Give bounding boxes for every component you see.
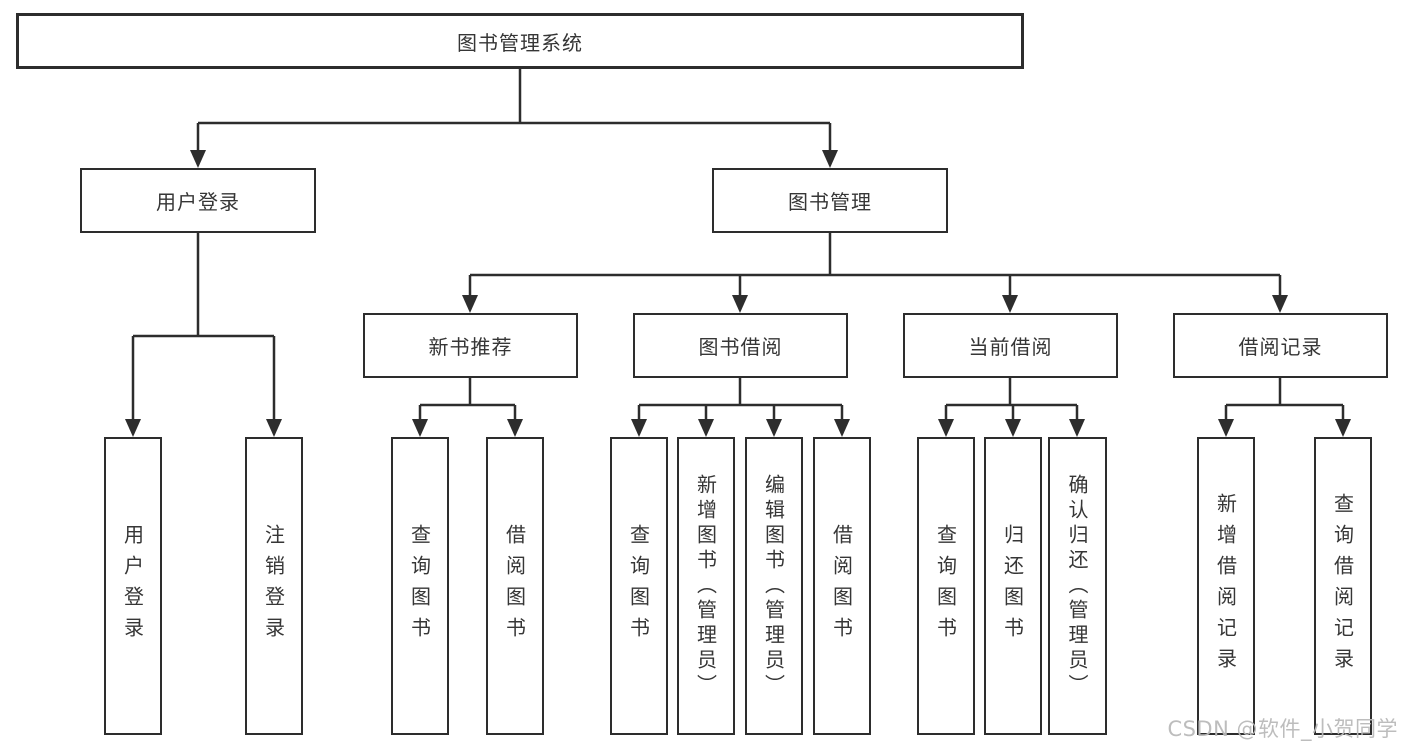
leaf-user-login: 用户登录 (104, 437, 162, 735)
node-label: 借阅图书 (502, 524, 527, 648)
arrow-down-icon (266, 419, 282, 437)
node-label: 查询图书 (407, 524, 432, 648)
node-label: 查询图书 (933, 524, 958, 648)
leaf-cb-query-books: 查询图书 (917, 437, 975, 735)
leaf-bb-add-books-admin: 新增图书（管理员） (677, 437, 735, 735)
node-label: 注销登录 (261, 524, 286, 648)
node-label: 图书管理 (788, 190, 872, 214)
node-library-management-system: 图书管理系统 (16, 13, 1024, 69)
arrow-down-icon (1335, 419, 1351, 437)
arrowheads-user-login (125, 419, 282, 437)
node-label: 用户登录 (120, 524, 145, 648)
node-label: 图书管理系统 (457, 30, 583, 55)
node-new-book-recommend: 新书推荐 (363, 313, 578, 378)
arrow-down-icon (822, 150, 838, 168)
node-label: 借阅记录 (1238, 335, 1323, 359)
node-label: 用户登录 (156, 190, 240, 214)
leaf-logout: 注销登录 (245, 437, 303, 735)
arrowheads-book-borrow (631, 419, 850, 437)
arrow-down-icon (732, 295, 748, 313)
arrow-down-icon (698, 419, 714, 437)
arrow-down-icon (1002, 295, 1018, 313)
arrow-down-icon (1005, 419, 1021, 437)
connector-borrow-records-to-leaves (1224, 378, 1345, 425)
connector-new-book-recommend-to-leaves (418, 378, 517, 425)
node-label: 确认归还（管理员） (1065, 473, 1089, 699)
arrow-down-icon (507, 419, 523, 437)
leaf-nbr-borrow-books: 借阅图书 (486, 437, 544, 735)
arrow-down-icon (462, 295, 478, 313)
node-user-login: 用户登录 (80, 168, 316, 233)
node-label: 归还图书 (1000, 524, 1025, 648)
leaf-bb-borrow-books: 借阅图书 (813, 437, 871, 735)
node-label: 图书借阅 (698, 335, 783, 359)
arrow-down-icon (938, 419, 954, 437)
node-label: 新增图书（管理员） (693, 473, 718, 699)
arrow-down-icon (631, 419, 647, 437)
arrow-down-icon (412, 419, 428, 437)
leaf-bb-query-books: 查询图书 (610, 437, 668, 735)
node-label: 查询图书 (626, 524, 651, 648)
arrow-down-icon (190, 150, 206, 168)
arrowheads-new-book-recommend (412, 419, 523, 437)
connector-current-borrow-to-leaves (944, 378, 1079, 425)
node-label: 查询借阅记录 (1330, 493, 1355, 679)
node-label: 新书推荐 (428, 335, 513, 359)
arrow-down-icon (1069, 419, 1085, 437)
arrow-down-icon (834, 419, 850, 437)
leaf-br-add-record: 新增借阅记录 (1197, 437, 1255, 735)
node-label: 借阅图书 (829, 524, 854, 648)
csdn-watermark: CSDN @软件_小贺同学 (1167, 717, 1398, 741)
arrow-down-icon (766, 419, 782, 437)
connector-book-management-to-level3 (468, 233, 1282, 301)
leaf-cb-return-books: 归还图书 (984, 437, 1042, 735)
leaf-cb-confirm-return-admin: 确认归还（管理员） (1048, 437, 1107, 735)
node-book-borrow: 图书借阅 (633, 313, 848, 378)
node-current-borrow: 当前借阅 (903, 313, 1118, 378)
arrow-down-icon (1272, 295, 1288, 313)
node-borrow-records: 借阅记录 (1173, 313, 1388, 378)
node-label: 编辑图书（管理员） (761, 473, 786, 699)
leaf-nbr-query-books: 查询图书 (391, 437, 449, 735)
arrowheads-level2 (190, 150, 838, 168)
node-label: 当前借阅 (968, 335, 1053, 359)
arrow-down-icon (1218, 419, 1234, 437)
node-book-management: 图书管理 (712, 168, 948, 233)
arrow-down-icon (125, 419, 141, 437)
leaf-br-query-record: 查询借阅记录 (1314, 437, 1372, 735)
leaf-bb-edit-books-admin: 编辑图书（管理员） (745, 437, 803, 735)
connector-user-login-to-leaves (131, 233, 276, 425)
arrowheads-borrow-records (1218, 419, 1351, 437)
arrowheads-level3 (462, 295, 1288, 313)
arrowheads-current-borrow (938, 419, 1085, 437)
node-label: 新增借阅记录 (1213, 493, 1238, 679)
connector-book-borrow-to-leaves (637, 378, 844, 425)
connector-root-to-level2 (196, 69, 832, 156)
